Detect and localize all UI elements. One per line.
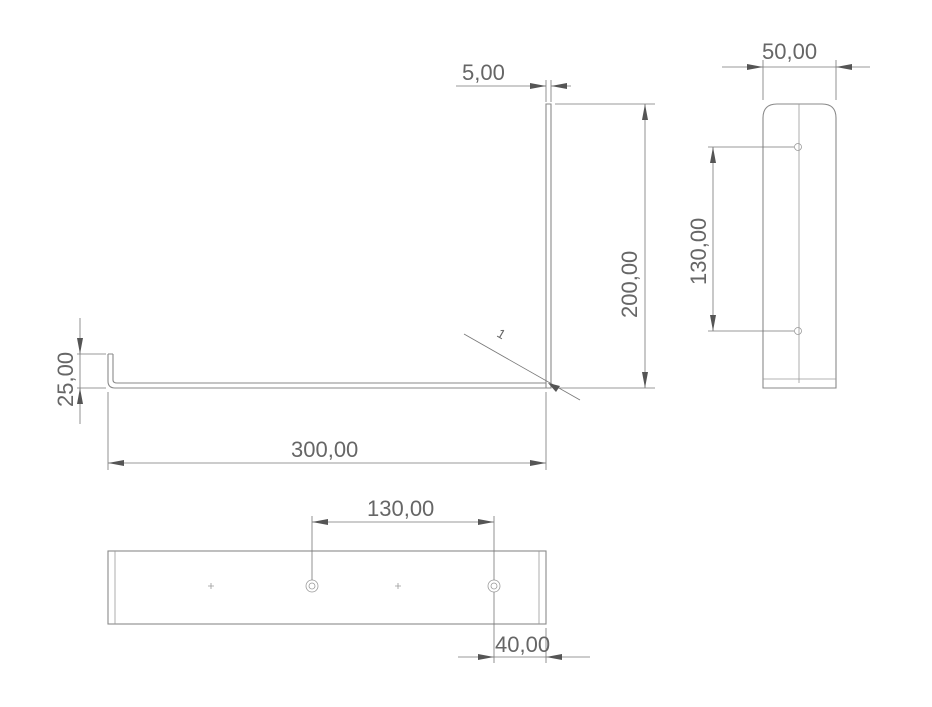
dim-side-hole-spacing: 130,00	[686, 146, 794, 332]
dim-top-hole-spacing-label: 130,00	[367, 496, 434, 521]
top-view	[107, 550, 547, 625]
left-flange-profile	[107, 353, 118, 389]
top-hole-left	[305, 579, 319, 593]
dim-side-hole-spacing-label: 130,00	[686, 218, 711, 285]
dim-height: 200,00	[555, 103, 655, 389]
dim-hole-offset-label: 40,00	[495, 632, 550, 657]
dim-thickness: 5,00	[456, 60, 571, 102]
center-mark-left	[208, 583, 214, 589]
dim-bend-radius: 1	[463, 326, 581, 401]
dim-side-width: 50,00	[722, 39, 870, 100]
dim-height-label: 200,00	[617, 251, 642, 318]
dim-length: 300,00	[107, 392, 547, 470]
top-outline	[107, 550, 547, 625]
horizontal-leg-profile	[117, 382, 546, 389]
top-hole-right-inner	[490, 582, 498, 590]
top-hole-left-inner	[308, 582, 316, 590]
dim-flange: 25,00	[53, 318, 106, 424]
side-view	[762, 103, 837, 389]
dim-hole-offset: 40,00	[458, 592, 590, 663]
side-hole-top	[794, 143, 802, 151]
bend-radius-label: 1	[495, 326, 509, 343]
dim-top-hole-spacing: 130,00	[311, 496, 495, 580]
center-mark-right	[395, 583, 401, 589]
side-hole-bottom	[794, 327, 802, 335]
dim-thickness-label: 5,00	[462, 60, 505, 85]
side-outline	[762, 103, 837, 389]
vertical-leg-profile	[545, 103, 552, 389]
top-hole-right	[487, 579, 501, 593]
dim-length-label: 300,00	[291, 437, 358, 462]
dim-side-width-label: 50,00	[762, 39, 817, 64]
front-view	[107, 103, 552, 389]
dim-flange-label: 25,00	[53, 352, 78, 407]
